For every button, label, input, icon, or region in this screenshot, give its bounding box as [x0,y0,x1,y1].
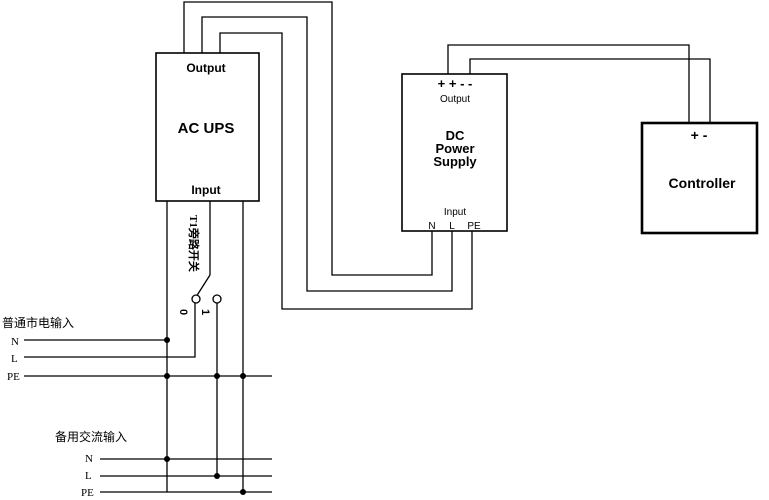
junction-dot [240,373,246,379]
controller-box [640,121,759,235]
mains-n-label: N [11,336,19,348]
ups-output-wire-outer [183,1,433,276]
ups-output-wire-inner [219,32,473,310]
dc-title-line2: Power [435,141,474,156]
ups-to-dc-wires [183,1,473,310]
junction-dot [214,473,220,479]
ups-input-wires [24,201,244,492]
junction-dot [164,337,170,343]
ups-output-label: Output [186,61,225,75]
dc-negative-wire [469,58,711,123]
junction-dot [214,373,220,379]
controller-terminals: + - [691,127,708,143]
dc-input-label: Input [444,207,466,218]
ups-input-label: Input [191,183,220,197]
dc-title-line1: DC [446,128,465,143]
controller-title: Controller [669,175,736,191]
switch-contact-0 [191,294,201,304]
dc-positive-wire [447,44,690,123]
junction-dots [164,337,246,495]
dc-input-pin-pe: PE [467,221,481,232]
junction-dot [164,456,170,462]
dc-power-supply-box [401,73,508,232]
ac-ups-box [155,52,260,202]
ups-output-wire-middle [201,16,453,292]
backup-n-label: N [85,453,93,465]
mains-l-label: L [11,353,18,365]
dc-title-line3: Supply [433,154,477,169]
junction-dot [240,489,246,495]
dc-input-pin-n: N [428,221,435,232]
mains-l-wire [24,300,196,358]
ups-title: AC UPS [178,120,235,137]
backup-input-title: 备用交流输入 [55,429,127,444]
switch-pos-1-label: 1 [199,309,211,315]
junction-dot [164,373,170,379]
dc-input-pin-l: L [449,221,455,232]
mains-input-title: 普通市电输入 [2,315,74,330]
bypass-switch-label: T1旁路开关 [187,215,201,272]
switch-pos-0-label: 0 [177,309,189,315]
backup-l-label: L [85,470,92,482]
dc-output-label: Output [440,94,470,105]
switch-contact-1 [212,294,222,304]
dc-to-controller-wires [447,44,711,123]
switch-lever [195,274,211,298]
backup-pe-label: PE [81,487,94,499]
dc-output-terminals: + + - - [438,76,473,91]
mains-pe-label: PE [7,371,20,383]
